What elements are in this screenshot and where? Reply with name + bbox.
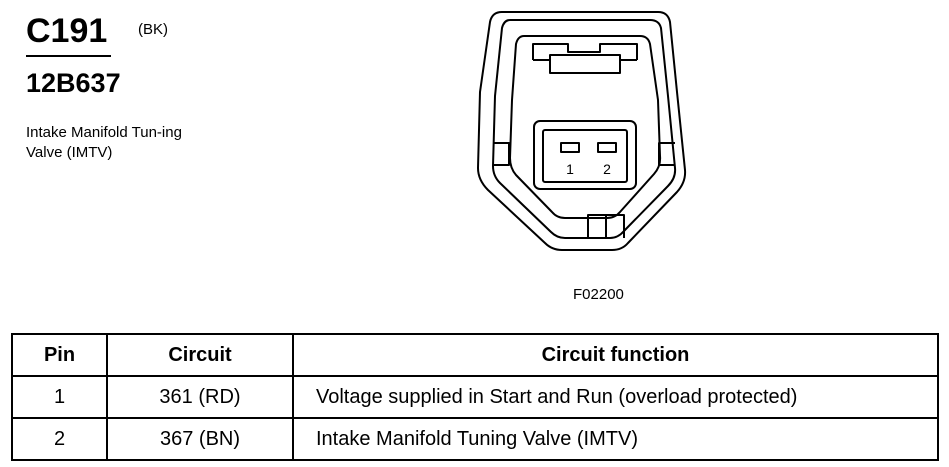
header-circuit: Circuit: [106, 333, 294, 377]
pin-label-1: 1: [566, 161, 574, 177]
cell-pin: 1: [11, 375, 108, 419]
table-row: 2 367 (BN) Intake Manifold Tuning Valve …: [11, 417, 939, 461]
pin-label-2: 2: [603, 161, 611, 177]
cell-circuit-function: Intake Manifold Tuning Valve (IMTV): [292, 417, 939, 461]
left-key: [493, 142, 510, 166]
pin-cavity-inner: [542, 129, 628, 183]
locking-tab: [532, 43, 638, 60]
table-header-row: Pin Circuit Circuit function: [11, 333, 939, 377]
cell-circuit-function: Voltage supplied in Start and Run (overl…: [292, 375, 939, 419]
locking-tab-window: [549, 54, 621, 74]
connector-id: C191: [26, 12, 108, 50]
connector-id-underline: [26, 55, 111, 57]
pin-table: Pin Circuit Circuit function 1 361 (RD) …: [11, 333, 939, 461]
outer-shroud: [477, 11, 687, 251]
figure-code: F02200: [573, 286, 624, 303]
connector-color-code: (BK): [138, 21, 168, 38]
terminal-2: [597, 142, 617, 153]
header-pin: Pin: [11, 333, 108, 377]
connector-description-text: Intake Manifold Tun-ing Valve (IMTV): [26, 124, 182, 161]
cell-circuit: 361 (RD): [106, 375, 294, 419]
pin-cavity-outer: [533, 120, 637, 190]
right-key: [658, 142, 675, 166]
inner-housing: [509, 35, 662, 219]
part-number: 12B637: [26, 68, 121, 98]
header-circuit-function: Circuit function: [292, 333, 939, 377]
terminal-1: [560, 142, 580, 153]
connector-face-drawing: 1 2: [477, 11, 687, 251]
cell-pin: 2: [11, 417, 108, 461]
table-row: 1 361 (RD) Voltage supplied in Start and…: [11, 375, 939, 419]
inner-rim: [492, 19, 677, 239]
cell-circuit: 367 (BN): [106, 417, 294, 461]
connector-description: Intake Manifold Tun-ing Valve (IMTV): [26, 123, 201, 163]
